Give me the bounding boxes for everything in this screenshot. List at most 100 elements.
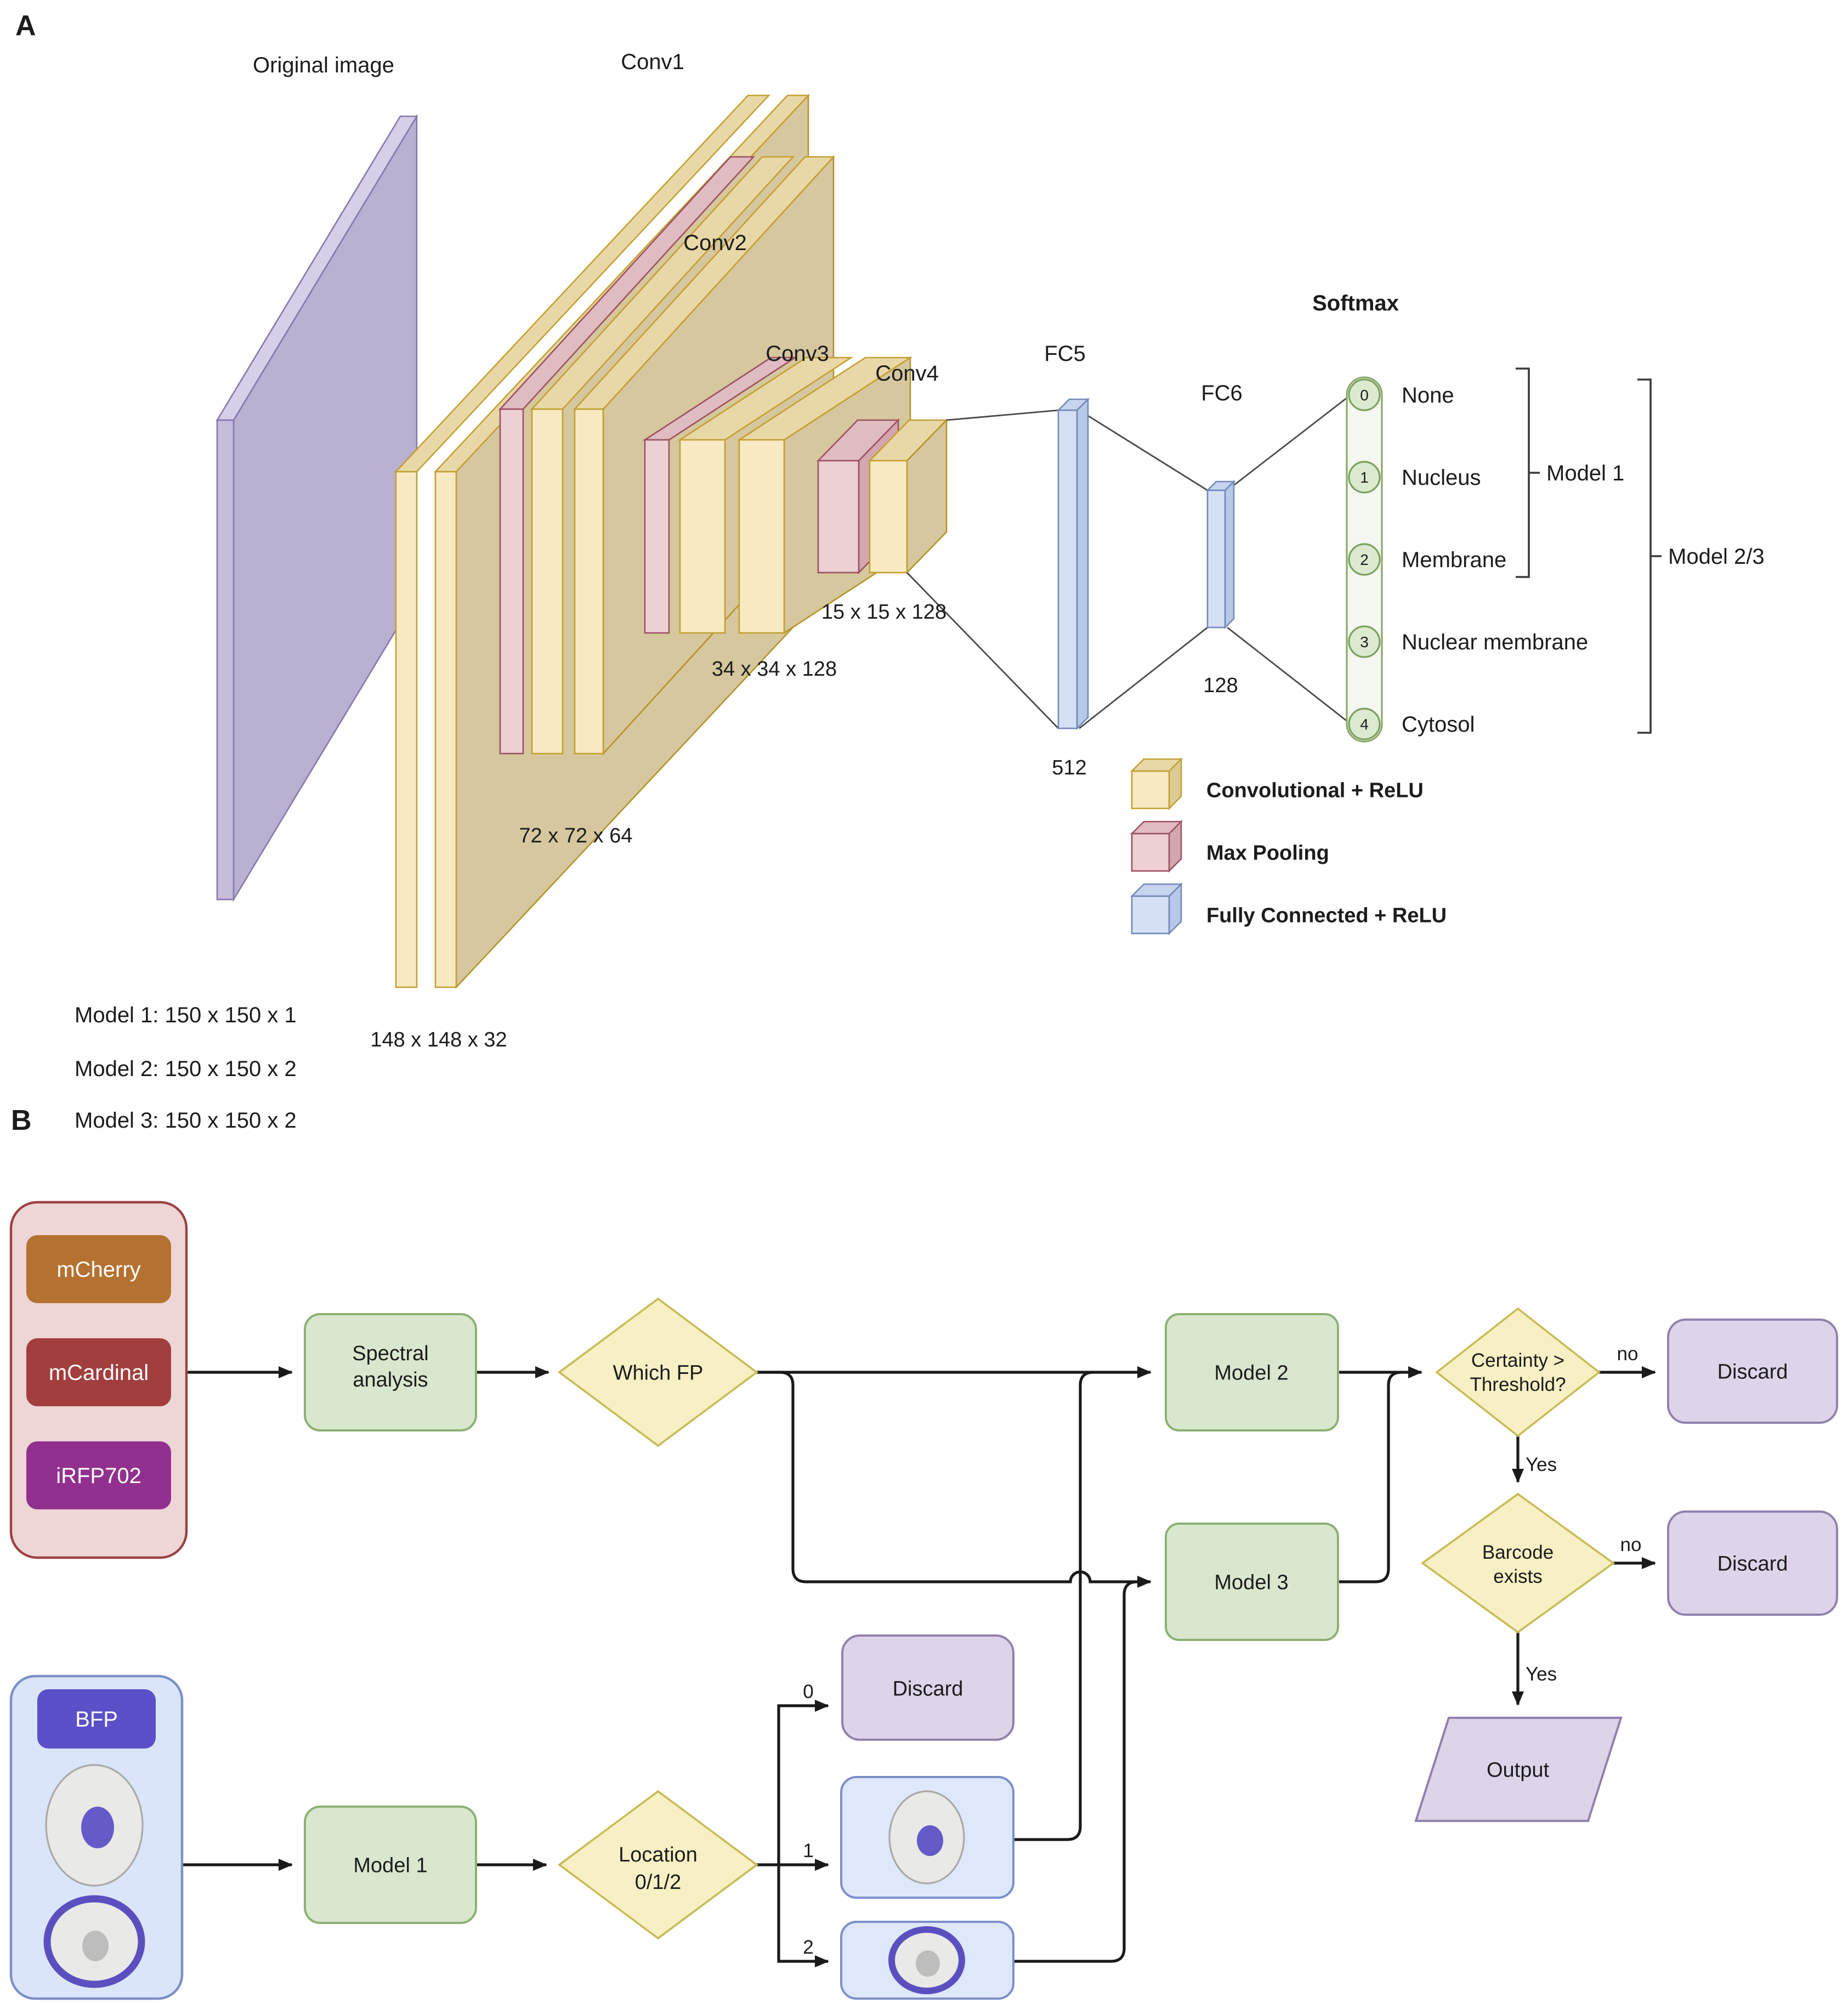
- softmax-index-4: 4: [1360, 716, 1369, 733]
- dim-fc5: 512: [1052, 756, 1086, 779]
- fc5-front: [1057, 409, 1078, 729]
- node-discard-barcode: Discard: [1667, 1510, 1838, 1616]
- softmax-index-0: 0: [1360, 387, 1369, 404]
- label-no-certainty: no: [1617, 1343, 1639, 1365]
- dim-conv1: 148 x 148 x 32: [370, 1028, 507, 1051]
- conv2-strip2-front: [574, 408, 604, 755]
- which-fp-label: Which FP: [613, 1361, 704, 1384]
- layer-fc5: [1056, 397, 1090, 731]
- conv1-strip2-front: [434, 471, 457, 988]
- edge-location-discard: [777, 1700, 829, 1865]
- input-dim-model2: Model 2: 150 x 150 x 2: [75, 1057, 297, 1081]
- softmax-index-3: 3: [1360, 633, 1369, 650]
- node-discard-location: Discard: [841, 1634, 1014, 1741]
- softmax-label-2: Membrane: [1402, 548, 1506, 572]
- spectral-line2: analysis: [353, 1368, 428, 1391]
- softmax-node-1: [1348, 461, 1381, 494]
- panel-a-label: A: [15, 10, 36, 42]
- input-dim-model1: Model 1: 150 x 150 x 1: [75, 1003, 297, 1027]
- conv4-conv-front: [869, 460, 908, 574]
- connectors: [182, 1366, 1656, 1967]
- legend: Convolutional + ReLU Max Pooling Fully C…: [1130, 757, 1447, 936]
- node-spectral-analysis: Spectral analysis: [304, 1313, 477, 1431]
- softmax-label-3: Nuclear membrane: [1402, 630, 1588, 654]
- layer-original-image: [216, 114, 418, 902]
- node-location: Location 0/1/2: [557, 1790, 759, 1940]
- model3-label: Model 3: [1214, 1571, 1288, 1594]
- bfp-box: [37, 1689, 156, 1749]
- edge-cell1-model2: [1013, 1371, 1094, 1841]
- barcode-line1: Barcode: [1482, 1542, 1554, 1563]
- node-discard-certainty: Discard: [1667, 1319, 1838, 1424]
- legend-fc: Fully Connected + ReLU: [1130, 882, 1447, 936]
- bfp-cell-nucleus: [81, 1807, 114, 1848]
- location-line2: 0/1/2: [635, 1871, 682, 1894]
- edge-model3-certainty: [1338, 1371, 1402, 1583]
- discard-location-label: Discard: [893, 1677, 963, 1700]
- location-line1: Location: [619, 1843, 698, 1866]
- title-original-image: Original image: [253, 53, 394, 77]
- softmax-node-3: [1348, 625, 1381, 658]
- mcardinal-box: [26, 1338, 171, 1406]
- title-fc6: FC6: [1201, 381, 1243, 405]
- node-barcode: Barcode exists: [1420, 1492, 1615, 1634]
- model-brackets: Model 1 Model 2/3: [1516, 367, 1765, 734]
- discard-barcode-label: Discard: [1717, 1552, 1788, 1575]
- cell1-nucleus: [917, 1825, 943, 1856]
- fc5-side: [1076, 397, 1089, 731]
- input-dims: Model 1: 150 x 150 x 1 Model 2: 150 x 15…: [75, 1003, 297, 1133]
- edge-location-cell2: [777, 1865, 829, 1967]
- label-branch-0: 0: [803, 1681, 813, 1702]
- conv1-strip1-front: [395, 471, 418, 988]
- irfp702-box: [26, 1441, 171, 1509]
- discard-certainty-label: Discard: [1717, 1360, 1788, 1383]
- panel-a: A: [15, 10, 1765, 1133]
- mcherry-label: mCherry: [56, 1258, 140, 1282]
- fp-container: mCherry mCardinal iRFP702: [9, 1201, 188, 1559]
- conv3-strip2-front: [738, 439, 785, 634]
- irfp702-label: iRFP702: [56, 1464, 141, 1488]
- layer-conv4: [816, 418, 949, 575]
- label-branch-1: 1: [803, 1840, 813, 1861]
- softmax-node-2: [1348, 543, 1381, 576]
- softmax-index-2: 2: [1360, 551, 1369, 568]
- original-image-side-face: [233, 114, 418, 902]
- certainty-line2: Threshold?: [1470, 1374, 1566, 1395]
- bfp-container: BFP: [9, 1674, 184, 2000]
- softmax-outputs: 0 1 2 3 4 None Nucleus Membrane Nuclear …: [1346, 376, 1588, 743]
- dim-fc6: 128: [1203, 674, 1238, 697]
- node-output: Output: [1414, 1717, 1623, 1822]
- legend-fc-label: Fully Connected + ReLU: [1206, 904, 1447, 927]
- softmax-node-4: [1348, 708, 1381, 740]
- panel-b-label: B: [11, 1105, 32, 1136]
- title-conv2: Conv2: [683, 231, 747, 255]
- softmax-node-0: [1348, 378, 1381, 411]
- dim-conv3: 34 x 34 x 128: [712, 658, 837, 681]
- fc6-front: [1206, 489, 1226, 629]
- legend-conv-label: Convolutional + ReLU: [1206, 779, 1424, 802]
- model1-bracket-label: Model 1: [1546, 461, 1624, 485]
- bfp-cell-membrane-nucleus: [82, 1931, 109, 1961]
- output-label: Output: [1487, 1758, 1550, 1781]
- label-yes-certainty: Yes: [1526, 1454, 1557, 1475]
- title-conv1: Conv1: [621, 50, 684, 74]
- model1-bracket: [1516, 367, 1540, 578]
- node-model3: Model 3: [1165, 1523, 1339, 1641]
- label-yes-barcode: Yes: [1526, 1663, 1557, 1685]
- label-branch-2: 2: [803, 1937, 813, 1958]
- softmax-label-0: None: [1402, 383, 1454, 408]
- node-certainty: Certainty > Threshold?: [1435, 1307, 1601, 1438]
- softmax-label-4: Cytosol: [1402, 712, 1475, 737]
- fan-lines: [906, 396, 1348, 729]
- original-image-front-face: [216, 419, 235, 901]
- panel-b: B: [9, 1105, 1838, 2000]
- title-conv3: Conv3: [766, 342, 829, 366]
- mcardinal-label: mCardinal: [49, 1361, 149, 1385]
- bfp-label: BFP: [75, 1707, 118, 1732]
- conv3-strip1-front: [679, 439, 726, 634]
- dim-conv2: 72 x 72 x 64: [519, 824, 632, 847]
- input-dim-model3: Model 3: 150 x 150 x 2: [75, 1108, 297, 1133]
- layer-fc6: [1205, 479, 1236, 630]
